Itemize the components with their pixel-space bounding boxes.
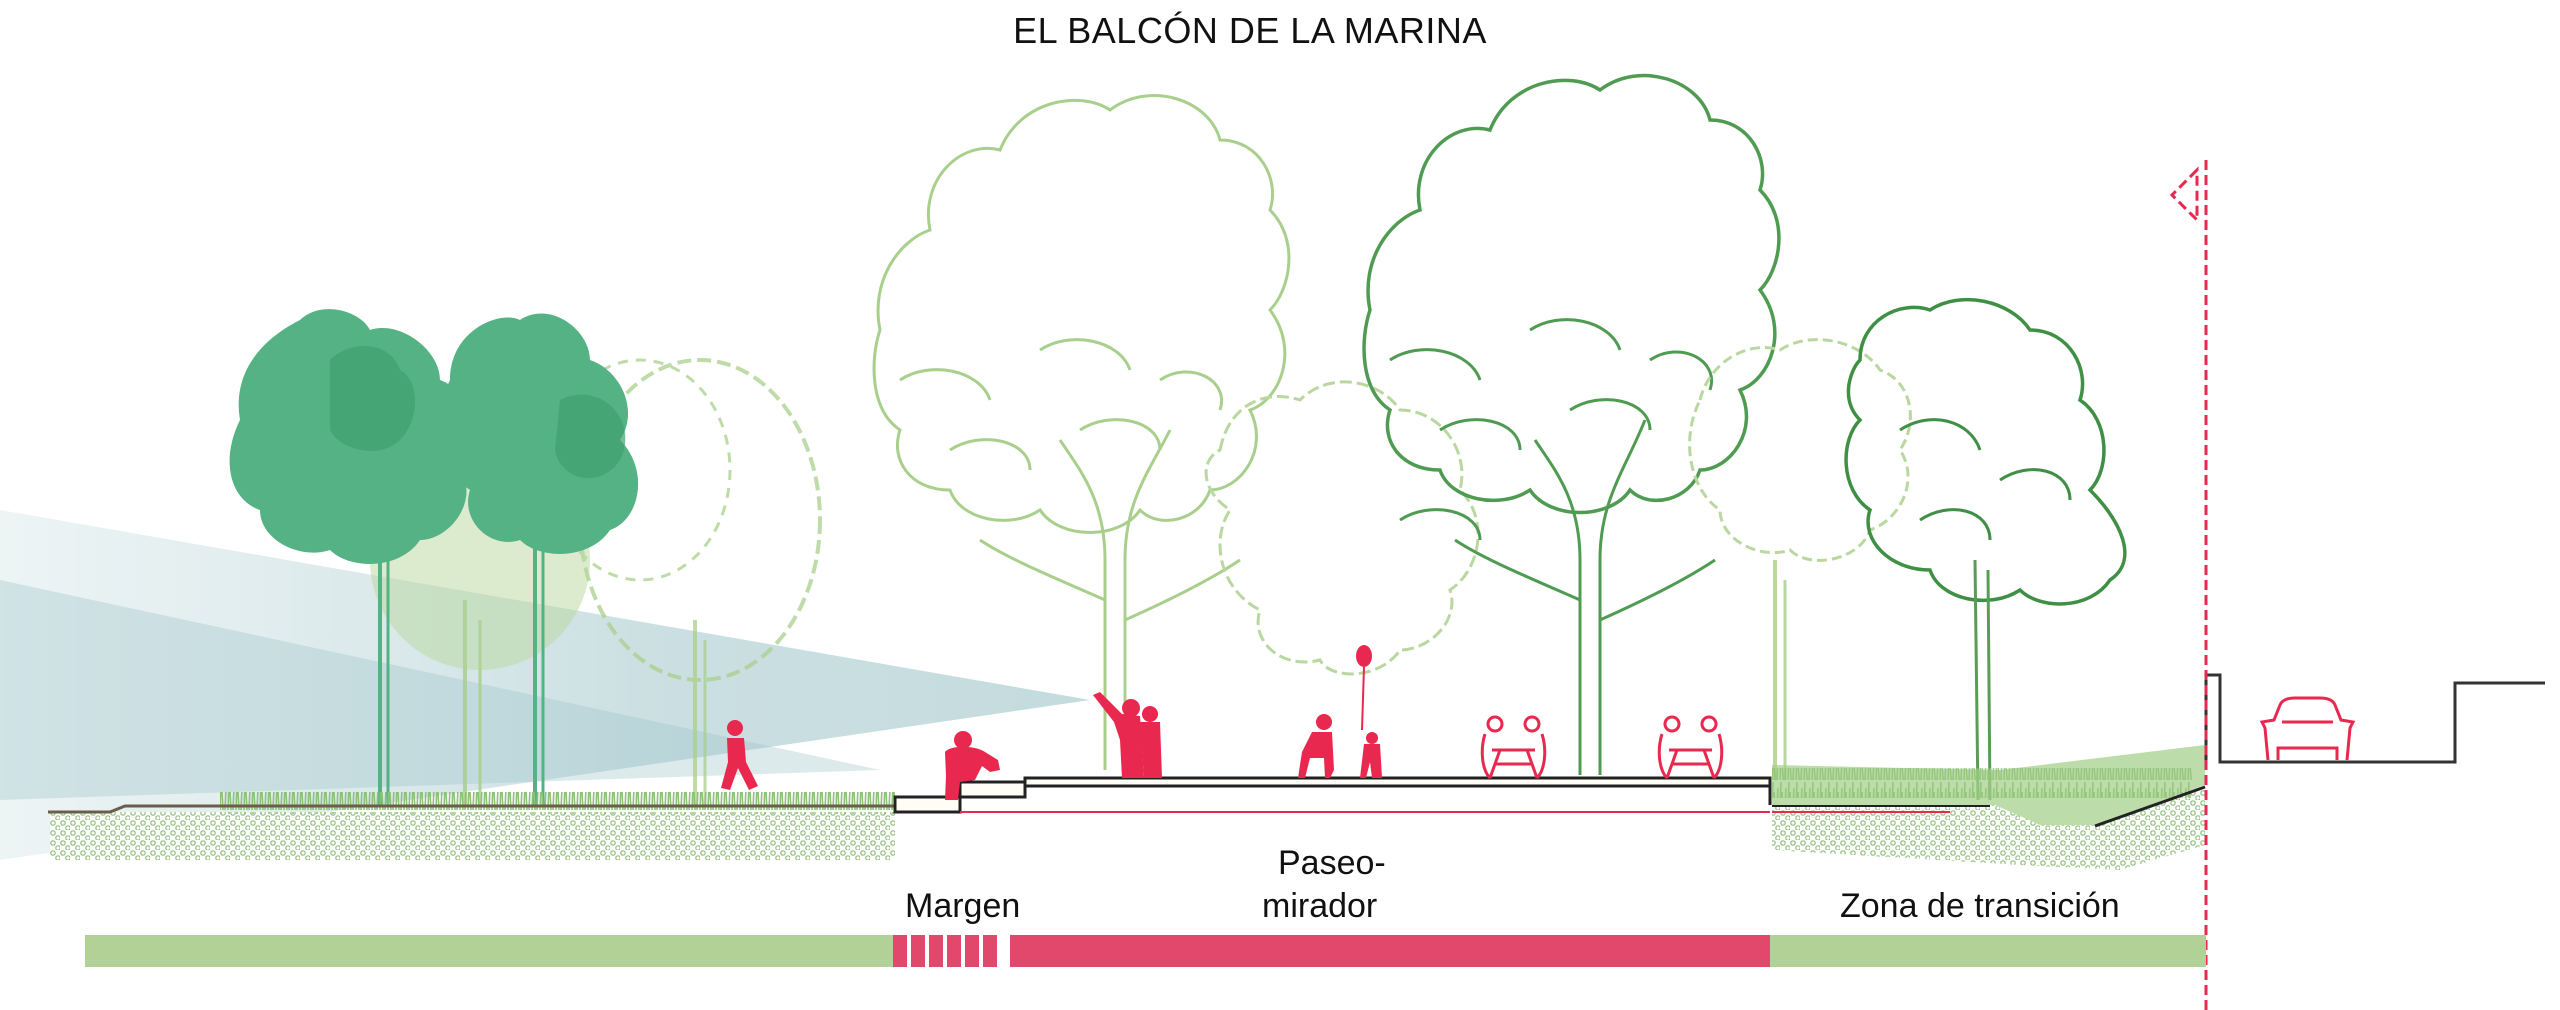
section-cut-line (2169, 160, 2208, 1010)
right-ground (1772, 745, 2206, 870)
label-margen: Margen (905, 887, 1021, 925)
sitting-chair-person (1298, 714, 1334, 778)
picnic-table-group-2 (1657, 715, 1724, 780)
zone-transicion (1770, 935, 2206, 967)
walking-person (721, 720, 758, 790)
promenade-platform (893, 776, 1772, 814)
left-ground (48, 792, 895, 860)
section-cut-triangle-icon (2169, 166, 2199, 224)
central-trees (872, 73, 1781, 775)
zone-paseo-mirador (1010, 935, 1770, 967)
car-icon (2259, 696, 2356, 761)
sitting-person-step (945, 731, 1000, 800)
standing-couple-pointing (1093, 692, 1162, 778)
zone-bar (85, 935, 2206, 967)
people (721, 645, 1724, 800)
zone-margen (893, 935, 997, 967)
label-zona-transicion: Zona de transición (1840, 887, 2120, 925)
label-paseo-line1: Paseo- (1278, 844, 1386, 882)
zone-left-woodland (85, 935, 893, 967)
child-with-balloon (1356, 645, 1382, 778)
right-trees (1688, 297, 2127, 801)
left-trees (229, 309, 822, 805)
diagram-title: EL BALCÓN DE LA MARINA (1013, 10, 1487, 51)
road-profile (2204, 673, 2545, 764)
label-paseo-line2: mirador (1262, 887, 1378, 925)
picnic-table-group-1 (1480, 715, 1547, 780)
view-cone (0, 510, 1090, 860)
